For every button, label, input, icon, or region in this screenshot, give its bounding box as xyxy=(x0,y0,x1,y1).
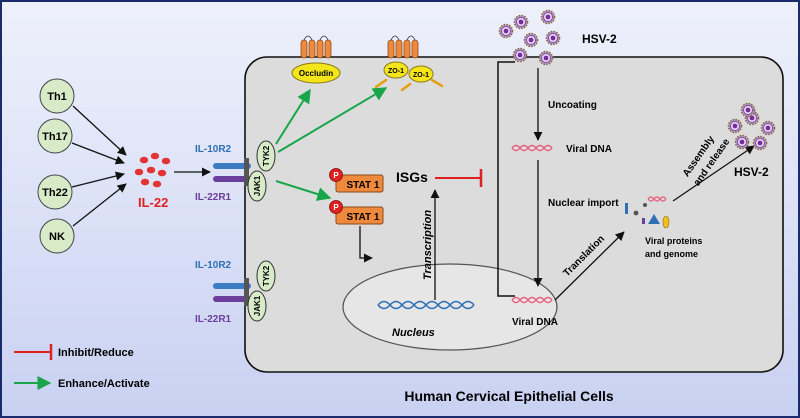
stat-translocation-arrow xyxy=(359,226,373,263)
occludin-protein xyxy=(291,62,341,84)
svg-text:ZO-1: ZO-1 xyxy=(388,68,404,75)
jak1-kinase xyxy=(247,290,267,322)
occludin-label: Occludin xyxy=(299,69,333,78)
svg-text:ZO-1: ZO-1 xyxy=(413,72,429,79)
svg-text:P: P xyxy=(333,203,339,212)
svg-text:P: P xyxy=(333,171,339,180)
svg-text:Th17: Th17 xyxy=(42,131,68,143)
viral-proteins-label-1: Viral proteins xyxy=(645,236,702,246)
immune-cell-th17: Th17 xyxy=(37,118,73,154)
svg-text:IL-10R2: IL-10R2 xyxy=(195,144,232,155)
hsv2-label-release: HSV-2 xyxy=(734,165,769,179)
svg-text:IL-22R1: IL-22R1 xyxy=(195,192,232,203)
tyk2-kinase xyxy=(256,260,276,292)
isgs-label: ISGs xyxy=(396,169,428,185)
svg-text:IL-22R1: IL-22R1 xyxy=(195,314,232,325)
legend-inhibit: Inhibit/Reduce xyxy=(58,347,134,359)
immune-cell-th1: Th1 xyxy=(39,78,75,114)
legend-activate: Enhance/Activate xyxy=(58,378,150,390)
svg-text:TYK2: TYK2 xyxy=(262,145,271,166)
receptor-complex-upper: TYK2 JAK1 IL-10R2 IL-22R1 xyxy=(195,140,276,203)
viral-dna-nucleus xyxy=(511,296,553,304)
svg-text:Th22: Th22 xyxy=(42,187,68,199)
legend: Inhibit/Reduce Enhance/Activate xyxy=(14,344,150,390)
svg-text:JAK1: JAK1 xyxy=(253,295,262,316)
secretion-arrows xyxy=(71,105,127,227)
zo1-protein-left: ZO-1 xyxy=(374,61,409,89)
translation-arrow xyxy=(554,231,625,301)
figure-caption: Human Cervical Epithelial Cells xyxy=(404,388,614,404)
svg-text:NK: NK xyxy=(49,231,65,243)
il22-molecules xyxy=(134,152,171,188)
zo1-membrane-protein xyxy=(387,35,419,59)
svg-text:STAT 1: STAT 1 xyxy=(347,212,380,223)
activation-arrows xyxy=(275,87,388,201)
receptor-complex-lower: TYK2 JAK1 IL-10R2 IL-22R1 xyxy=(195,260,276,325)
nucleus-label: Nucleus xyxy=(392,327,435,339)
viral-proteins-cluster xyxy=(625,196,670,229)
nucleus xyxy=(342,263,558,351)
nuclear-import-label-1: Nuclear import xyxy=(548,198,619,209)
viral-proteins-label-2: and genome xyxy=(645,249,698,259)
transcription-label: Transcription xyxy=(422,210,434,280)
assembly-release-arrow xyxy=(672,145,755,202)
zo1-protein-right: ZO-1 xyxy=(400,65,444,92)
svg-text:STAT 1: STAT 1 xyxy=(347,180,380,191)
viral-dna-label-cytoplasm: Viral DNA xyxy=(566,144,612,155)
il22-label: IL-22 xyxy=(138,195,168,210)
svg-text:JAK1: JAK1 xyxy=(253,175,262,196)
viral-dna-label-nucleus: Viral DNA xyxy=(512,317,558,328)
occludin-membrane-protein xyxy=(300,35,332,59)
svg-text:Th1: Th1 xyxy=(47,91,67,103)
stat1-phosphorylated-1: P STAT 1 xyxy=(329,168,384,193)
tyk2-kinase xyxy=(256,140,276,172)
viral-cycle-bracket xyxy=(497,61,515,297)
hsv2-label-entry: HSV-2 xyxy=(582,32,617,46)
immune-cell-nk: NK xyxy=(39,218,75,254)
jak1-kinase xyxy=(247,170,267,202)
svg-text:IL-10R2: IL-10R2 xyxy=(195,260,232,271)
uncoating-label: Uncoating xyxy=(548,100,597,111)
nuclear-dna xyxy=(377,300,475,310)
svg-text:TYK2: TYK2 xyxy=(262,265,271,286)
viral-dna-cytoplasm xyxy=(511,144,553,152)
stat1-phosphorylated-2: P STAT 1 xyxy=(329,200,384,225)
immune-cell-th22: Th22 xyxy=(37,174,73,210)
